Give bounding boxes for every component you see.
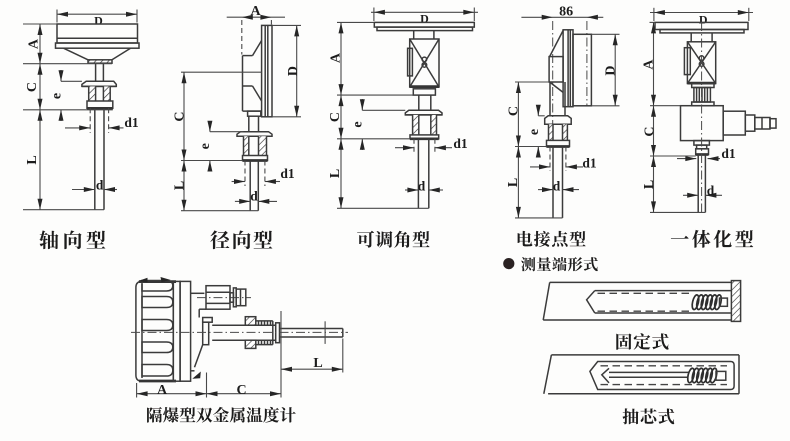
- svg-text:A: A: [642, 59, 657, 70]
- svg-text:86: 86: [559, 4, 573, 19]
- svg-text:A: A: [329, 52, 344, 63]
- svg-text:d1: d1: [582, 156, 597, 171]
- svg-text:e: e: [50, 93, 65, 99]
- svg-text:e: e: [198, 143, 213, 149]
- svg-text:C: C: [173, 111, 188, 121]
- svg-text:D: D: [286, 66, 301, 76]
- svg-text:d1: d1: [280, 166, 295, 181]
- svg-text:d1: d1: [721, 146, 736, 161]
- svg-text:D: D: [699, 12, 708, 26]
- svg-text:D: D: [420, 12, 429, 26]
- svg-text:d: d: [418, 178, 426, 193]
- svg-text:C: C: [643, 126, 658, 136]
- svg-text:d: d: [553, 178, 561, 193]
- svg-text:C: C: [237, 383, 247, 398]
- svg-text:D: D: [604, 65, 619, 75]
- svg-text:L: L: [328, 169, 343, 178]
- svg-text:d: d: [250, 189, 258, 204]
- svg-text:A: A: [157, 383, 168, 398]
- svg-text:L: L: [642, 180, 657, 189]
- svg-text:D: D: [94, 13, 103, 27]
- svg-text:d: d: [96, 177, 104, 192]
- svg-text:L: L: [25, 155, 40, 164]
- svg-text:d: d: [707, 183, 715, 198]
- svg-text:d1: d1: [124, 115, 139, 130]
- svg-text:C: C: [328, 112, 343, 122]
- svg-text:e: e: [351, 121, 366, 127]
- svg-text:d1: d1: [453, 136, 468, 151]
- svg-text:L: L: [173, 181, 188, 190]
- svg-text:L: L: [506, 178, 521, 187]
- svg-text:C: C: [507, 106, 522, 116]
- svg-text:A: A: [27, 38, 42, 49]
- svg-text:C: C: [25, 82, 40, 92]
- svg-text:e: e: [527, 129, 542, 135]
- svg-text:L: L: [313, 356, 322, 371]
- svg-text:A: A: [251, 4, 262, 19]
